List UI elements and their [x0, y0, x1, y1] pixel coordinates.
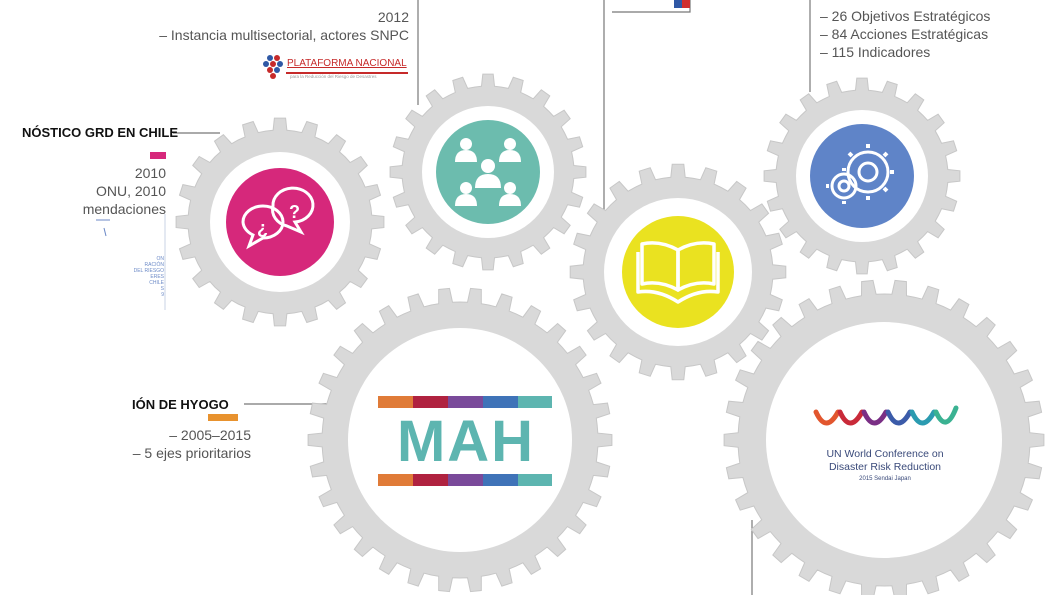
- politica-line1: – 26 Objetivos Estratégicos: [820, 8, 991, 24]
- gear-sendai: [723, 279, 1045, 595]
- diagnostico-line3: mendaciones: [82, 201, 166, 217]
- document-thumbnail-line: RACIÓN: [144, 262, 164, 268]
- document-thumbnail-line: DEL RIESGO: [133, 268, 164, 274]
- plataforma-detail: – Instancia multisectorial, actores SNPC: [159, 27, 409, 43]
- plataforma-year: 2012: [377, 9, 409, 25]
- cogs-icon: [826, 144, 894, 204]
- diagnostico-line2: ONU, 2010: [95, 183, 166, 199]
- document-thumbnail-line: CHILE: [149, 280, 164, 286]
- gear-mah-face: [348, 328, 572, 552]
- politica-line3: – 115 Indicadores: [820, 44, 931, 60]
- document-thumbnail-line: S: [160, 286, 164, 292]
- people-network-icon: [455, 138, 521, 206]
- document-thumbnail: [96, 214, 166, 310]
- plataforma-logo-subtitle: para la Reducción del Riesgo de Desastre…: [290, 74, 377, 79]
- plataforma-logo-title: PLATAFORMA NACIONAL: [287, 58, 407, 69]
- mah-logo-text: MAH: [396, 409, 536, 474]
- hyogo-line1: – 2005–2015: [169, 427, 251, 443]
- svg-text:?: ?: [289, 202, 300, 222]
- document-thumbnail-line: ERES: [150, 274, 164, 280]
- diagnostico-year: 2010: [134, 165, 166, 181]
- connector-lines: [173, 0, 811, 595]
- sendai-line3: 2015 Sendai Japan: [859, 476, 911, 482]
- diagnostico-title: NÓSTICO GRD EN CHILE: [22, 125, 179, 140]
- sendai-line2: Disaster Risk Reduction: [828, 461, 942, 473]
- politica-line2: – 84 Acciones Estratégicas: [820, 26, 989, 42]
- flag-fragment-blue: [674, 0, 682, 8]
- hyogo-color-bar: [208, 414, 238, 421]
- mah-logo: [378, 396, 552, 486]
- gear-mah: [307, 287, 613, 593]
- open-book-icon: [636, 241, 720, 304]
- gear-politica-color-disc: [810, 124, 914, 228]
- svg-text:¿: ¿: [257, 218, 268, 238]
- document-thumbnail-line: 9: [161, 292, 164, 298]
- hyogo-line2: – 5 ejes prioritarios: [132, 445, 251, 461]
- hyogo-title: IÓN DE HYOGO: [132, 397, 229, 412]
- gear-sendai-face: [766, 322, 1002, 558]
- diagnostico-color-bar: [150, 152, 166, 159]
- plataforma-logo-mark: [263, 55, 283, 79]
- flag-fragment: [682, 0, 690, 8]
- document-thumbnail-line: ON: [156, 256, 165, 262]
- sendai-logo-waves: [813, 405, 959, 426]
- question-bubbles-icon: ¿ ?: [241, 186, 315, 250]
- sendai-line1: UN World Conference on: [826, 448, 944, 460]
- sendai-text: UN World Conference on Disaster Risk Red…: [800, 448, 970, 484]
- gear-politica: [763, 77, 961, 275]
